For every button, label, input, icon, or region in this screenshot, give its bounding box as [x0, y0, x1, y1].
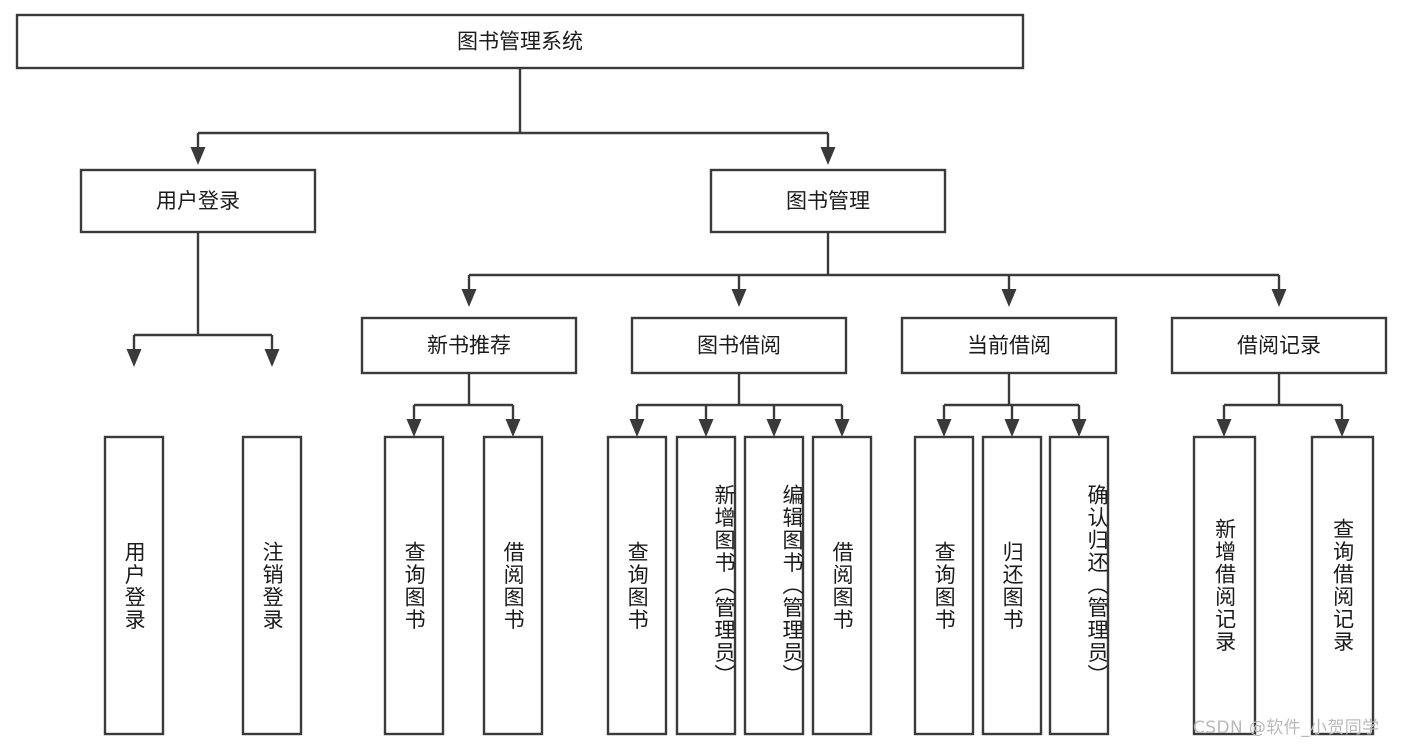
connector-arrowhead — [629, 419, 645, 437]
node-box-leaf-query-book-rec — [383, 435, 445, 736]
node-box-leaf-edit-book-admin — [743, 435, 805, 736]
node-box-leaf-query-book-borrow — [606, 435, 668, 736]
connector-arrowhead — [731, 289, 747, 307]
node-box-book-borrow — [630, 316, 848, 375]
node-box-borrow-record — [1170, 316, 1388, 375]
node-box-leaf-return-book — [981, 435, 1043, 736]
connector-arrowhead — [698, 419, 714, 437]
connector-arrowhead — [1001, 289, 1017, 307]
node-box-user-login — [79, 168, 317, 234]
csdn-watermark: CSDN @软件_小贺同学 — [1193, 718, 1380, 738]
node-label-user-login: 用户登录 — [156, 189, 240, 213]
connector-borrow-to-leaves — [629, 373, 850, 437]
node-label-new-book-recommend: 新书推荐 — [427, 334, 511, 358]
node-box-new-book-recommend — [360, 316, 578, 375]
connector-recommend-to-leaves — [406, 373, 521, 437]
node-box-leaf-add-borrow-record — [1192, 435, 1257, 736]
connector-arrowhead — [406, 419, 422, 437]
connector-arrowhead — [190, 147, 206, 165]
node-label-book-borrow: 图书借阅 — [697, 334, 781, 358]
connector-arrowhead — [1334, 419, 1350, 437]
connector-current-to-leaves — [936, 373, 1087, 437]
connector-arrowhead — [264, 349, 280, 367]
connector-arrowhead — [820, 147, 836, 165]
node-label-root: 图书管理系统 — [457, 30, 583, 54]
connector-bookmanage-to-level3 — [461, 232, 1287, 307]
connector-arrowhead — [126, 349, 142, 367]
node-label-book-manage: 图书管理 — [786, 189, 870, 213]
boxes-layer — [15, 13, 1388, 736]
node-box-leaf-confirm-return-admin — [1048, 435, 1110, 736]
connector-arrowhead — [834, 419, 850, 437]
node-box-current-borrow — [900, 316, 1118, 375]
node-box-leaf-add-book-admin — [675, 435, 737, 736]
node-box-leaf-borrow-book-rec — [482, 435, 544, 736]
connector-arrowhead — [461, 289, 477, 307]
connector-userlogin-to-leaves — [126, 232, 280, 367]
node-box-book-manage — [709, 168, 947, 234]
connector-root-to-level2 — [190, 68, 836, 165]
connector-arrowhead — [1271, 289, 1287, 307]
connector-arrowhead — [505, 419, 521, 437]
node-box-root — [15, 13, 1025, 70]
node-box-leaf-borrow-book — [811, 435, 873, 736]
node-box-leaf-query-borrow-record — [1310, 435, 1375, 736]
connector-record-to-leaves — [1216, 373, 1350, 437]
node-box-leaf-user-logout — [241, 435, 303, 736]
node-box-leaf-user-login — [103, 435, 165, 736]
connectors-layer — [126, 68, 1350, 437]
node-label-borrow-record: 借阅记录 — [1237, 334, 1321, 358]
connector-arrowhead — [1071, 419, 1087, 437]
node-label-current-borrow: 当前借阅 — [967, 334, 1051, 358]
connector-arrowhead — [766, 419, 782, 437]
connector-arrowhead — [1004, 419, 1020, 437]
node-box-leaf-query-book-current — [913, 435, 975, 736]
connector-arrowhead — [936, 419, 952, 437]
connector-arrowhead — [1216, 419, 1232, 437]
